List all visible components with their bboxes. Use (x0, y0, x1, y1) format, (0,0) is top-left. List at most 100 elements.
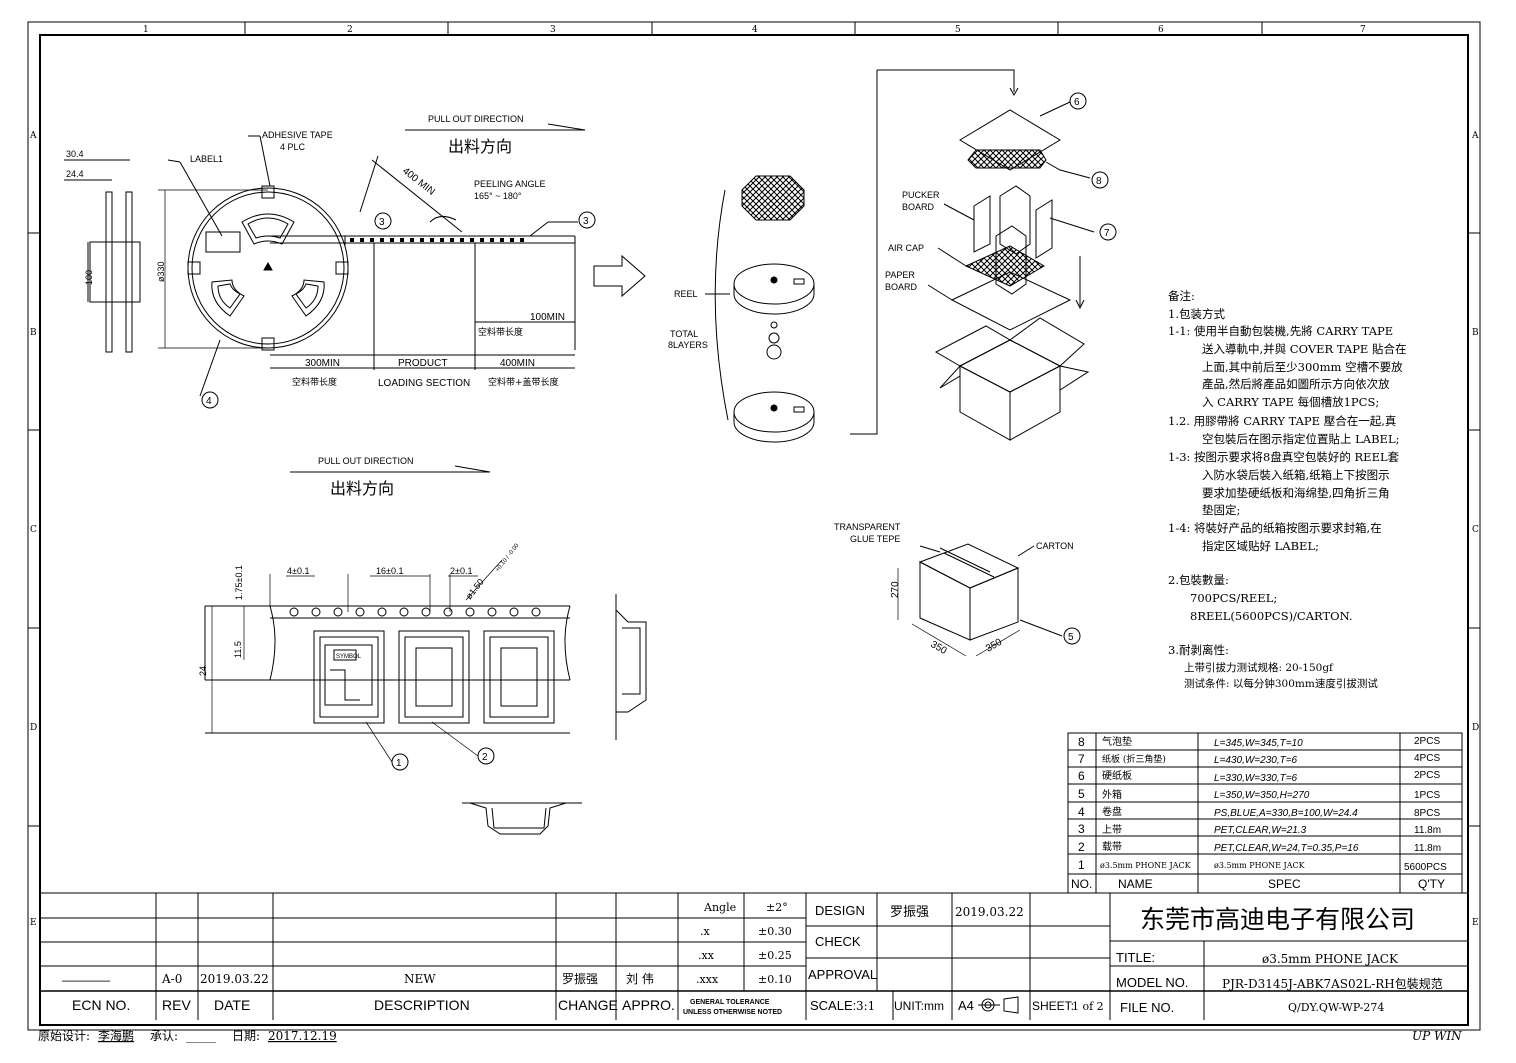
carrier-tape-holes (289, 607, 541, 617)
bom-spec: PET,CLEAR,W=24,T=0.35,P=16 (1214, 843, 1359, 854)
bom-no: 1 (1078, 858, 1085, 872)
zone-row-d: D (30, 723, 37, 733)
bom-name: 气泡垫 (1102, 735, 1132, 748)
bom-header-name: NAME (1118, 877, 1153, 891)
dim-1-75: 1.75±0.1 (234, 565, 244, 600)
brand-mark: UP WIN (1412, 1029, 1462, 1043)
approve-label: 承认: (150, 1029, 178, 1043)
title-block: ———— A-0 2019.03.22 NEW 罗振强 刘 伟 ECN NO. … (62, 901, 1443, 1016)
zone-row-b-right: B (1472, 328, 1479, 338)
rev-description: NEW (404, 972, 436, 986)
note-line: 1.2. 用膠帶將 CARRY TAPE 壓合在一起,真 (1168, 414, 1396, 428)
tape-section (270, 123, 586, 370)
dim-1-50-tolerance: +0.10 / -0.00 (495, 542, 521, 573)
note-line: 1-1: 使用半自動包裝機,先將 CARRY TAPE (1168, 324, 1393, 338)
scale-label: SCALE: (810, 998, 856, 1013)
tol-val: ±0.25 (758, 949, 792, 962)
rev-approve: 刘 伟 (626, 972, 654, 986)
date-label: 日期: (232, 1029, 260, 1043)
tol-key: .x (700, 925, 710, 938)
zone-col-6: 6 (1158, 25, 1164, 35)
transparent-label: TRANSPARENT (834, 522, 901, 532)
note-line: 1-4: 将裝好产品的纸箱按图示要求封箱,在 (1168, 521, 1382, 535)
approval-label: APPROVAL (808, 967, 877, 982)
paper-label: PAPER (885, 270, 915, 280)
tape-sprockets (350, 238, 524, 242)
reel-front-view (158, 135, 349, 397)
bom-no: 2 (1078, 840, 1085, 854)
rev-change: 罗振强 (562, 972, 598, 986)
note-line: 700PCS/REEL; (1190, 591, 1277, 605)
bom-table: 8 气泡垫 L=345,W=345,T=10 2PCS 7 纸板 (折三角垫) … (1071, 735, 1447, 891)
bom-header-qty: Q'TY (1418, 877, 1445, 891)
tol-key: .xx (698, 949, 715, 962)
sheet-value: 1 of 2 (1072, 1000, 1104, 1013)
bom-name: ø3.5mm PHONE JACK (1100, 861, 1192, 870)
exploded-view (705, 69, 1095, 443)
model-label: MODEL NO. (1116, 975, 1188, 990)
zone-row-c-right: C (1472, 525, 1479, 535)
note-line: 上带引拔力测试规格: 20-150gf (1184, 661, 1334, 674)
note-line: 垫固定; (1202, 503, 1240, 517)
loading-section-label: LOADING SECTION (378, 378, 470, 389)
balloon-3-a: 3 (374, 212, 392, 230)
tol-val: ±0.10 (758, 973, 792, 986)
notes-title: 备注: (1168, 289, 1195, 303)
bom-spec: L=430,W=230,T=6 (1214, 755, 1298, 766)
bom-spec: PS,BLUE,A=330,B=100,W=24.4 (1214, 808, 1358, 819)
bom-name: 载带 (1102, 841, 1122, 853)
bom-name: 硬纸板 (1102, 769, 1132, 782)
zone-row-e-right: E (1472, 918, 1479, 928)
pucker-board-label: BOARD (902, 202, 935, 212)
header-date: DATE (214, 997, 250, 1013)
note-line: 1.包装方式 (1168, 307, 1225, 321)
bom-qty: 4PCS (1414, 753, 1440, 764)
bom-spec: L=345,W=345,T=10 (1214, 738, 1303, 749)
sheet-label: SHEET: (1032, 999, 1074, 1013)
header-rev: REV (162, 997, 191, 1013)
bom-qty: 1PCS (1414, 790, 1440, 801)
bom-name: 纸板 (折三角垫) (1102, 753, 1166, 765)
balloon-3-b: 3 (578, 211, 596, 229)
pull-out-direction-2 (290, 465, 491, 473)
dim-400-min: 400 MIN (400, 166, 437, 198)
file-value: Q/DY.QW-WP-274 (1288, 1001, 1384, 1014)
bom-no: 8 (1078, 735, 1085, 749)
header-ecn: ECN NO. (72, 997, 130, 1013)
empty-length-cn-b: 空料带长度 (292, 376, 337, 388)
peeling-angle-range: 165° ~ 180° (474, 191, 522, 201)
zone-row-e: E (30, 918, 37, 928)
dim-270: 270 (890, 581, 901, 598)
title-label: TITLE: (1116, 950, 1155, 965)
original-designer: 李海鹏 (98, 1028, 134, 1043)
pucker-label: PUCKER (902, 190, 940, 200)
original-designer-label: 原始设计: (38, 1029, 90, 1043)
tol-val: ±2° (766, 901, 788, 914)
carton-label: CARTON (1036, 541, 1074, 551)
bom-name: 上带 (1102, 824, 1122, 836)
zone-col-7: 7 (1360, 25, 1366, 35)
design-date: 2019.03.22 (955, 905, 1024, 919)
note-line: 2.包裝數量: (1168, 573, 1229, 587)
dim-4: 4±0.1 (287, 566, 309, 576)
bom-name: 外箱 (1102, 788, 1122, 801)
zone-row-c: C (30, 525, 37, 535)
projection-symbol-icon (978, 996, 1019, 1014)
balloon-7: 7 (1099, 223, 1117, 241)
peeling-angle-label: PEELING ANGLE (474, 179, 546, 189)
svg-text:3: 3 (379, 217, 385, 228)
dim-2: 2±0.1 (450, 566, 472, 576)
dim-24: 24 (198, 666, 208, 676)
check-label: CHECK (815, 934, 861, 949)
unless-otherwise: UNLESS OTHERWISE NOTED (683, 1009, 782, 1016)
carrier-tape-view (204, 559, 571, 763)
svg-text:1: 1 (396, 758, 402, 769)
bom-qty: 11.8m (1414, 825, 1441, 836)
tol-key: Angle (703, 901, 736, 914)
carrier-tape-side-profile (615, 594, 647, 740)
carton-closed (897, 543, 1063, 657)
bom-spec: ø3.5mm PHONE JACK (1214, 861, 1306, 870)
bom-spec: L=330,W=330,T=6 (1214, 773, 1298, 784)
paper-board-label: BOARD (885, 282, 918, 292)
product-label: PRODUCT (398, 358, 447, 369)
